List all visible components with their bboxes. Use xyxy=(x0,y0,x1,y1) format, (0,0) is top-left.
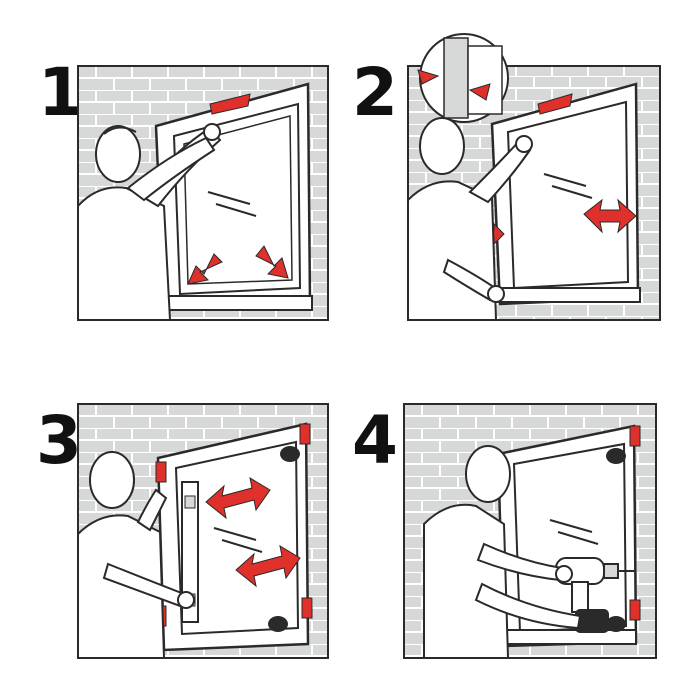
step-number-1: 1 xyxy=(38,54,84,131)
red-tab xyxy=(537,93,573,115)
worker xyxy=(423,445,582,659)
red-arrow xyxy=(187,245,289,285)
step-2-illustration xyxy=(407,33,661,321)
detail-magnifier xyxy=(417,33,509,123)
red-tab xyxy=(209,93,251,115)
step-1-illustration xyxy=(77,65,329,321)
wedge xyxy=(629,425,641,621)
step-number-2: 2 xyxy=(352,54,398,131)
step-4-illustration xyxy=(403,403,657,659)
worker xyxy=(407,117,533,321)
worker xyxy=(77,451,195,659)
worker xyxy=(77,123,222,321)
step-number-4: 4 xyxy=(352,402,398,479)
window-frame xyxy=(490,82,641,306)
red-arrow xyxy=(205,476,301,588)
window-frame xyxy=(496,424,638,648)
step-number-3: 3 xyxy=(36,402,82,479)
step-3-illustration xyxy=(77,403,329,659)
rubber-mallet xyxy=(606,448,626,632)
